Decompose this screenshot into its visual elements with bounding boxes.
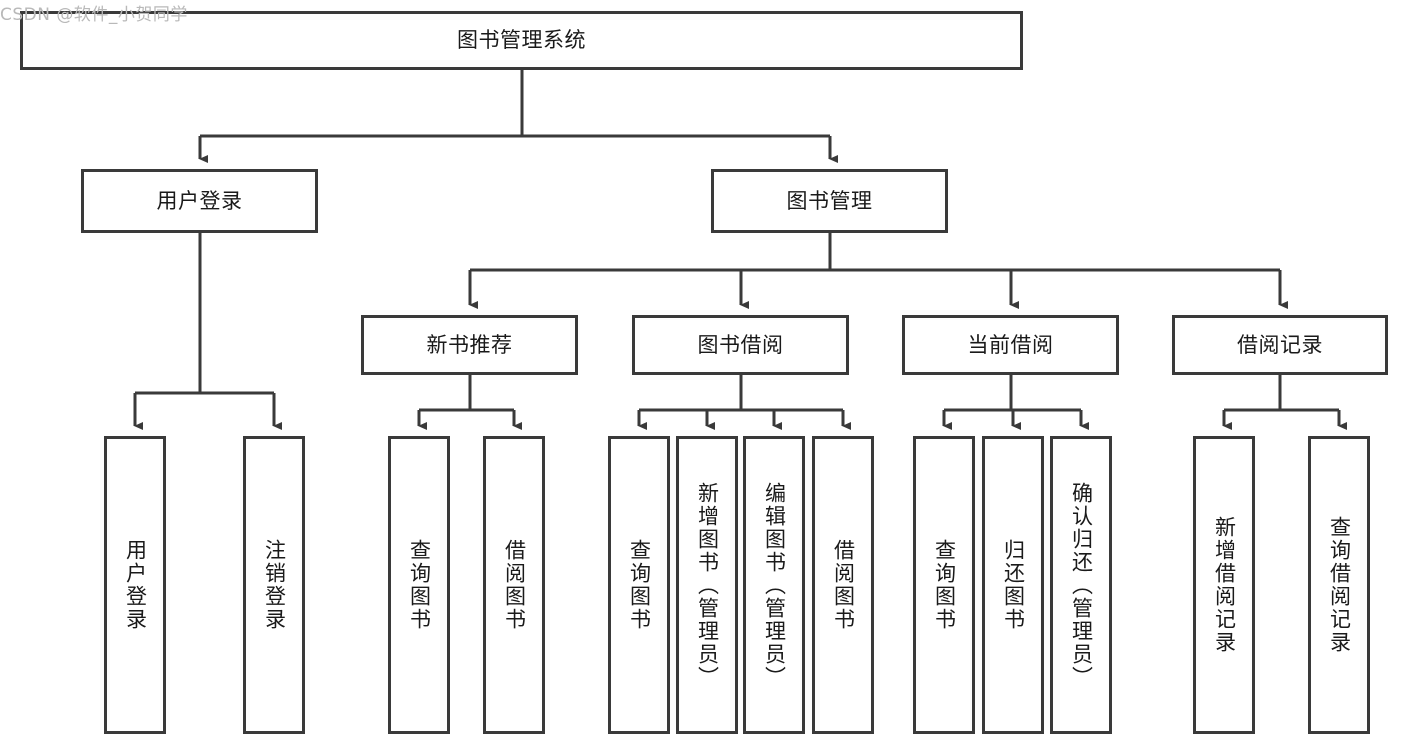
node-label: 归还图书 <box>1001 539 1026 631</box>
node-label: 当前借阅 <box>967 332 1054 357</box>
node-book-borrow[interactable]: 图书借阅 <box>632 315 849 375</box>
node-root[interactable]: 图书管理系统 <box>20 11 1023 70</box>
node-label: 新增图书（管理员） <box>695 481 720 689</box>
node-leaf-cur-confirm[interactable]: 确认归还（管理员） <box>1050 436 1112 734</box>
node-leaf-cur-return[interactable]: 归还图书 <box>982 436 1044 734</box>
node-leaf-rec-query2[interactable]: 查询借阅记录 <box>1308 436 1370 734</box>
node-leaf-rec-query[interactable]: 查询图书 <box>388 436 450 734</box>
watermark-text: CSDN @软件_小贺同学 <box>0 5 188 25</box>
node-leaf-borrow-query[interactable]: 查询图书 <box>608 436 670 734</box>
node-leaf-borrow-edit[interactable]: 编辑图书（管理员） <box>743 436 805 734</box>
node-label: 图书管理 <box>786 188 873 213</box>
node-label: 借阅图书 <box>502 539 527 631</box>
node-leaf-rec-borrow[interactable]: 借阅图书 <box>483 436 545 734</box>
node-leaf-borrow-add[interactable]: 新增图书（管理员） <box>676 436 738 734</box>
node-borrow-record[interactable]: 借阅记录 <box>1172 315 1388 375</box>
node-leaf-cur-query[interactable]: 查询图书 <box>913 436 975 734</box>
node-label: 注销登录 <box>262 539 287 631</box>
node-label: 用户登录 <box>123 539 148 631</box>
node-label: 查询图书 <box>407 539 432 631</box>
node-label: 查询借阅记录 <box>1327 516 1352 654</box>
node-leaf-rec-add[interactable]: 新增借阅记录 <box>1193 436 1255 734</box>
node-current-borrow[interactable]: 当前借阅 <box>902 315 1119 375</box>
node-label: 查询图书 <box>627 539 652 631</box>
node-label: 借阅记录 <box>1237 332 1323 357</box>
node-label: 图书管理系统 <box>457 28 586 53</box>
node-label: 用户登录 <box>156 188 243 213</box>
node-label: 查询图书 <box>932 539 957 631</box>
node-label: 编辑图书（管理员） <box>762 481 787 689</box>
node-leaf-borrow-lend[interactable]: 借阅图书 <box>812 436 874 734</box>
node-label: 新书推荐 <box>426 332 513 357</box>
node-leaf-user-logout[interactable]: 注销登录 <box>243 436 305 734</box>
node-book-manage[interactable]: 图书管理 <box>711 169 948 233</box>
node-new-book-rec[interactable]: 新书推荐 <box>361 315 578 375</box>
node-label: 借阅图书 <box>831 539 856 631</box>
node-label: 图书借阅 <box>697 332 784 357</box>
node-label: 新增借阅记录 <box>1212 516 1237 654</box>
node-label: 确认归还（管理员） <box>1069 481 1094 689</box>
node-leaf-user-login[interactable]: 用户登录 <box>104 436 166 734</box>
node-user-login[interactable]: 用户登录 <box>81 169 318 233</box>
